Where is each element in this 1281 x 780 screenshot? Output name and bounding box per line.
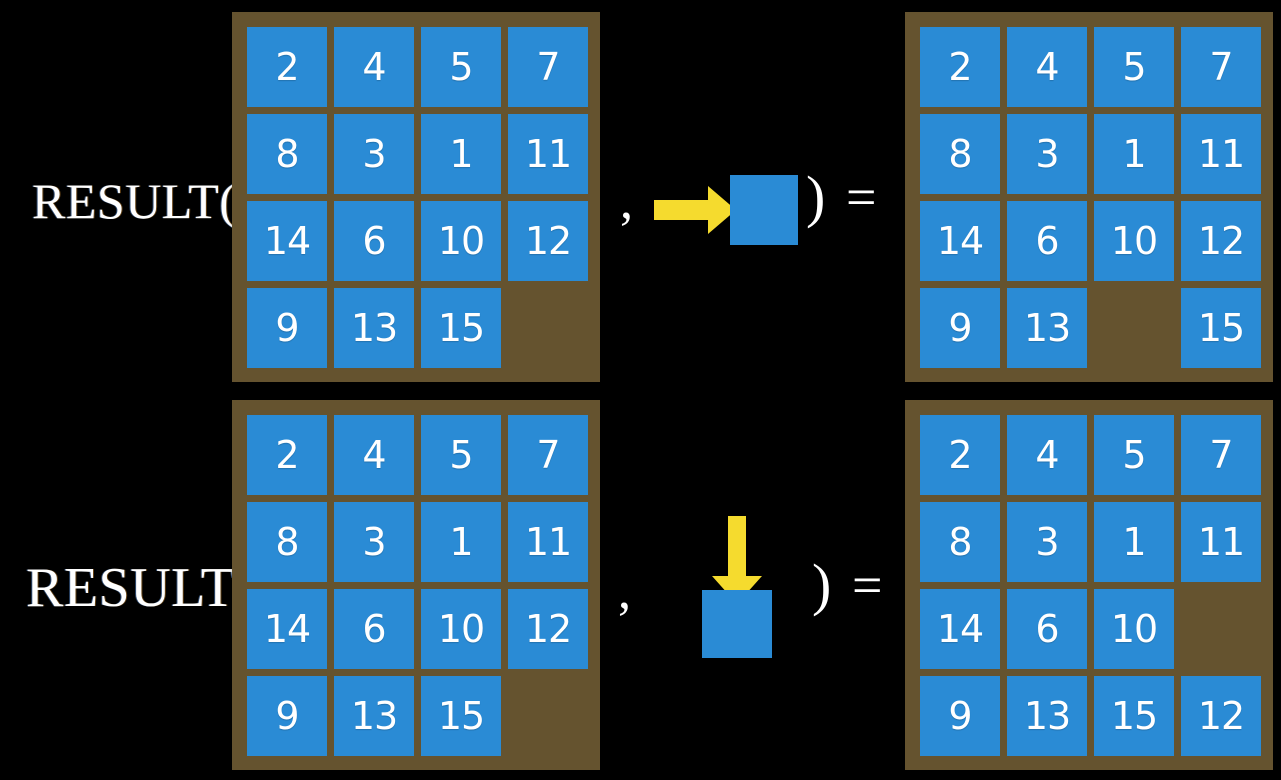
- tile[interactable]: 11: [508, 502, 588, 582]
- tile[interactable]: 11: [508, 114, 588, 194]
- tile[interactable]: 15: [1181, 288, 1261, 368]
- tile-blank[interactable]: [1181, 589, 1261, 669]
- board-grid: 2 4 5 7 8 3 1 11 14 6 10 12 9 13 15: [247, 415, 588, 756]
- tile[interactable]: 7: [508, 27, 588, 107]
- tile[interactable]: 10: [421, 589, 501, 669]
- tile[interactable]: 14: [920, 201, 1000, 281]
- tile[interactable]: 15: [421, 676, 501, 756]
- tile[interactable]: 8: [247, 502, 327, 582]
- tile[interactable]: 3: [1007, 114, 1087, 194]
- tile[interactable]: 8: [247, 114, 327, 194]
- tile[interactable]: 6: [1007, 201, 1087, 281]
- move-down-arrow-icon: [712, 516, 762, 604]
- board-grid: 2 4 5 7 8 3 1 11 14 6 10 9 13 15 12: [920, 415, 1261, 756]
- tile[interactable]: 13: [334, 676, 414, 756]
- equals-sign-row1: =: [846, 167, 877, 227]
- tile[interactable]: 14: [247, 201, 327, 281]
- tile[interactable]: 13: [1007, 288, 1087, 368]
- tile[interactable]: 13: [1007, 676, 1087, 756]
- tile[interactable]: 9: [247, 288, 327, 368]
- close-paren-row2: ): [812, 552, 832, 617]
- tile[interactable]: 7: [1181, 415, 1261, 495]
- tile[interactable]: 14: [920, 589, 1000, 669]
- output-board-right-move: 2 4 5 7 8 3 1 11 14 6 10 12 9 13 15: [905, 12, 1273, 382]
- tile[interactable]: 10: [421, 201, 501, 281]
- arrow-down-icon: [712, 516, 762, 604]
- result-label-row2: RESULT(: [26, 557, 255, 619]
- move-right-arrow-icon: [654, 186, 736, 234]
- tile[interactable]: 1: [421, 502, 501, 582]
- tile[interactable]: 4: [334, 415, 414, 495]
- tile[interactable]: 15: [421, 288, 501, 368]
- arrow-right-icon: [654, 186, 736, 234]
- input-board-right-move: 2 4 5 7 8 3 1 11 14 6 10 12 9 13 15: [232, 12, 600, 382]
- tile[interactable]: 3: [334, 114, 414, 194]
- tile[interactable]: 12: [1181, 676, 1261, 756]
- tile[interactable]: 3: [1007, 502, 1087, 582]
- tile[interactable]: 7: [508, 415, 588, 495]
- equals-sign-row2: =: [852, 555, 883, 615]
- tile-blank[interactable]: [508, 288, 588, 368]
- tile[interactable]: 12: [508, 589, 588, 669]
- input-board-down-move: 2 4 5 7 8 3 1 11 14 6 10 12 9 13 15: [232, 400, 600, 770]
- tile[interactable]: 2: [247, 415, 327, 495]
- tile[interactable]: 5: [1094, 27, 1174, 107]
- tile[interactable]: 6: [334, 201, 414, 281]
- tile[interactable]: 5: [1094, 415, 1174, 495]
- tile[interactable]: 4: [334, 27, 414, 107]
- tile[interactable]: 11: [1181, 114, 1261, 194]
- tile[interactable]: 5: [421, 415, 501, 495]
- tile[interactable]: 10: [1094, 589, 1174, 669]
- tile[interactable]: 9: [920, 676, 1000, 756]
- tile[interactable]: 2: [247, 27, 327, 107]
- tile[interactable]: 8: [920, 114, 1000, 194]
- tile[interactable]: 1: [421, 114, 501, 194]
- tile[interactable]: 2: [920, 27, 1000, 107]
- tile[interactable]: 12: [508, 201, 588, 281]
- argument-separator-comma-row2: ,: [618, 563, 631, 620]
- tile[interactable]: 15: [1094, 676, 1174, 756]
- tile-blank[interactable]: [1094, 288, 1174, 368]
- tile[interactable]: 10: [1094, 201, 1174, 281]
- move-right-blank-square[interactable]: [730, 175, 798, 245]
- tile[interactable]: 12: [1181, 201, 1261, 281]
- tile-blank[interactable]: [508, 676, 588, 756]
- move-down-blank-square[interactable]: [702, 590, 772, 658]
- board-grid: 2 4 5 7 8 3 1 11 14 6 10 12 9 13 15: [247, 27, 588, 368]
- board-grid: 2 4 5 7 8 3 1 11 14 6 10 12 9 13 15: [920, 27, 1261, 368]
- tile[interactable]: 4: [1007, 415, 1087, 495]
- argument-separator-comma-row1: ,: [620, 173, 633, 230]
- tile[interactable]: 9: [920, 288, 1000, 368]
- output-board-down-move: 2 4 5 7 8 3 1 11 14 6 10 9 13 15 12: [905, 400, 1273, 770]
- tile[interactable]: 6: [1007, 589, 1087, 669]
- close-paren-row1: ): [806, 164, 826, 229]
- tile[interactable]: 11: [1181, 502, 1261, 582]
- tile[interactable]: 7: [1181, 27, 1261, 107]
- tile[interactable]: 1: [1094, 114, 1174, 194]
- tile[interactable]: 1: [1094, 502, 1174, 582]
- tile[interactable]: 3: [334, 502, 414, 582]
- tile[interactable]: 5: [421, 27, 501, 107]
- tile[interactable]: 8: [920, 502, 1000, 582]
- tile[interactable]: 9: [247, 676, 327, 756]
- result-label-row1: RESULT(: [32, 173, 237, 229]
- tile[interactable]: 2: [920, 415, 1000, 495]
- tile[interactable]: 14: [247, 589, 327, 669]
- tile[interactable]: 6: [334, 589, 414, 669]
- tile[interactable]: 13: [334, 288, 414, 368]
- tile[interactable]: 4: [1007, 27, 1087, 107]
